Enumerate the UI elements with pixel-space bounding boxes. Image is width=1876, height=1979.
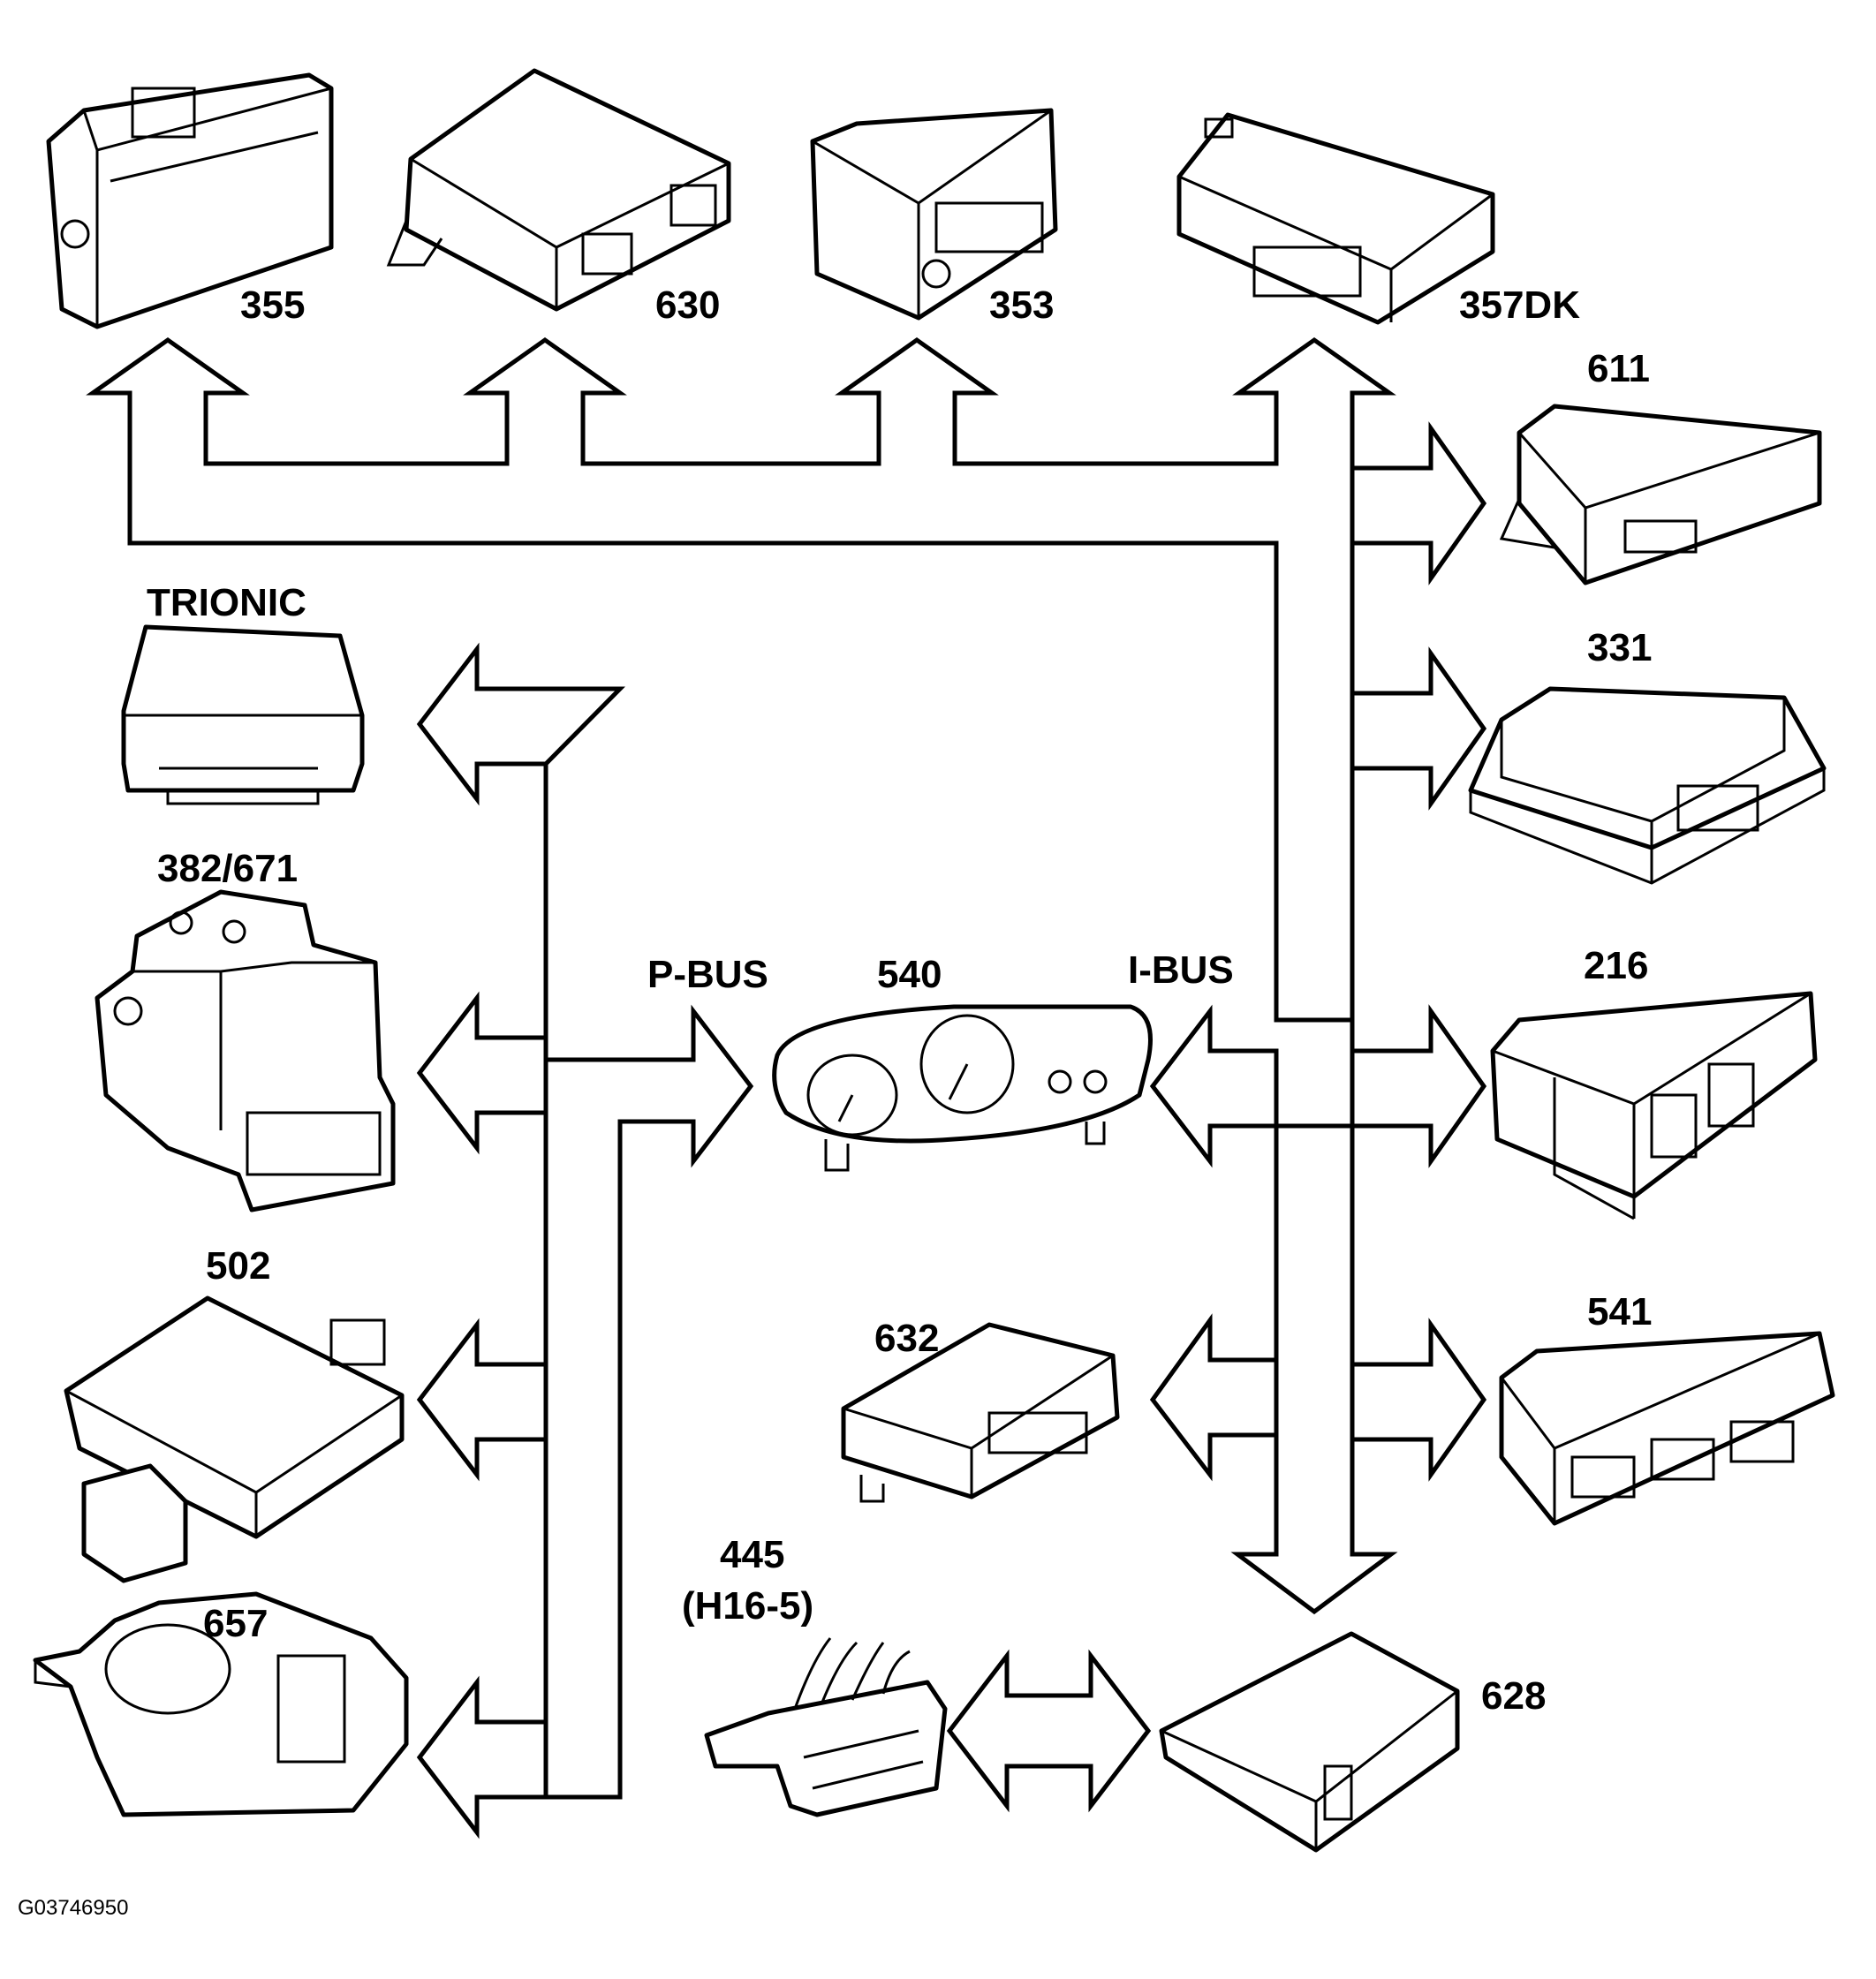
- ibus-trunk: [1230, 759, 1398, 1615]
- label-ibus: I-BUS: [1128, 948, 1234, 992]
- module-611: [1499, 404, 1822, 585]
- ibus-arrow-to-541: [1350, 1318, 1487, 1482]
- label-353: 353: [989, 283, 1054, 327]
- module-502: [64, 1295, 405, 1583]
- module-540: [772, 1004, 1153, 1172]
- label-382-671: 382/671: [157, 847, 298, 890]
- label-541: 541: [1587, 1290, 1652, 1333]
- module-331: [1468, 686, 1827, 885]
- label-216: 216: [1584, 944, 1648, 987]
- label-355: 355: [240, 283, 305, 327]
- label-502: 502: [206, 1244, 270, 1288]
- label-445: 445: [720, 1533, 784, 1576]
- label-540: 540: [877, 953, 942, 996]
- label-331: 331: [1587, 626, 1652, 669]
- label-630: 630: [655, 283, 720, 327]
- diag-double-arrow: [946, 1649, 1152, 1813]
- module-355: [46, 72, 334, 329]
- ibus-arrow-to-355: [86, 336, 1396, 1023]
- module-trionic: [121, 624, 365, 805]
- module-445-connector: [704, 1637, 948, 1817]
- label-445-sub: (H16-5): [682, 1584, 813, 1628]
- module-628: [1159, 1631, 1460, 1853]
- ibus-arrow-to-632: [1149, 1313, 1279, 1482]
- pbus-arrow-to-657: [416, 1675, 548, 1839]
- label-611: 611: [1587, 347, 1650, 390]
- module-632: [841, 1322, 1120, 1503]
- module-382-671: [95, 889, 396, 1212]
- pbus-arrow-to-382: [416, 991, 548, 1155]
- figure-code: G03746950: [18, 1896, 128, 1920]
- label-657: 657: [203, 1602, 268, 1645]
- ibus-arrow-to-216: [1350, 1004, 1487, 1168]
- pbus-arrow-to-trionic: [416, 642, 625, 806]
- module-630: [386, 68, 731, 312]
- pbus-arrow-to-502: [416, 1318, 548, 1482]
- module-216: [1490, 991, 1818, 1220]
- module-541: [1499, 1331, 1835, 1526]
- ibus-arrow-to-540: [1149, 1004, 1279, 1168]
- label-pbus: P-BUS: [647, 953, 768, 996]
- ibus-arrow-to-611: [1350, 421, 1487, 585]
- module-657: [33, 1591, 409, 1817]
- label-357dk: 357DK: [1459, 283, 1580, 327]
- module-353: [810, 108, 1058, 321]
- label-trionic: TRIONIC: [147, 581, 306, 624]
- module-357dk: [1176, 112, 1495, 325]
- pbus-trunk: [543, 689, 754, 1800]
- label-632: 632: [874, 1317, 939, 1360]
- label-628: 628: [1481, 1674, 1546, 1718]
- ibus-arrow-to-331: [1350, 646, 1487, 811]
